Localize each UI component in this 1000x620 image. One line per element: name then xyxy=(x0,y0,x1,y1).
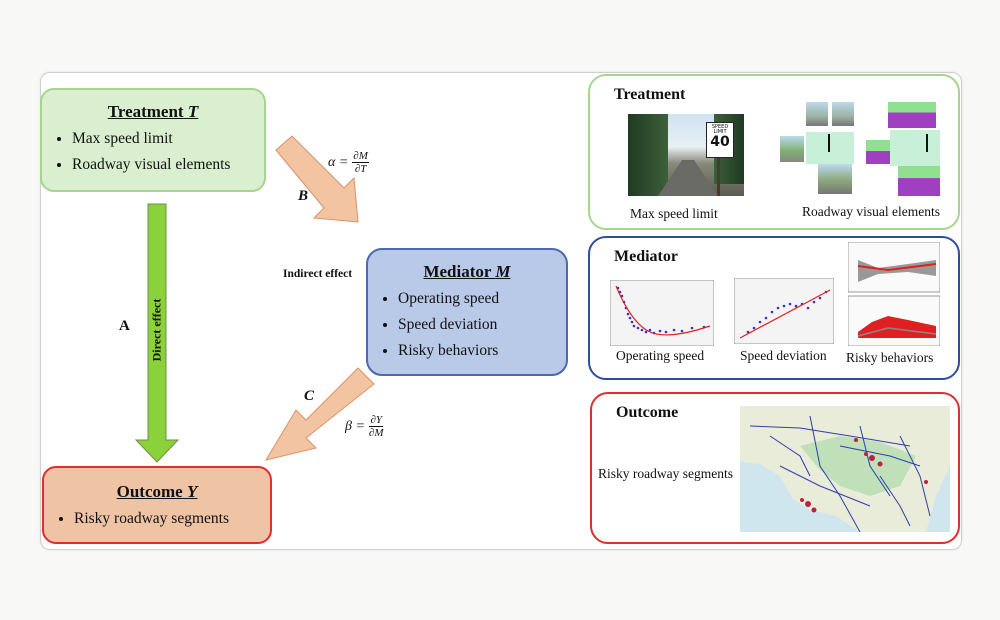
treatment-caption-speed-limit: Max speed limit xyxy=(630,206,718,221)
list-item: Max speed limit xyxy=(72,130,264,148)
mediator-panel: Mediator Operating speed Speed deviation xyxy=(588,236,960,380)
operating-speed-plot xyxy=(610,280,714,346)
treatment-panel-title: Treatment xyxy=(614,86,686,103)
beta-equation: β = ∂Y∂M xyxy=(345,414,384,439)
list-item: Operating speed xyxy=(398,290,566,308)
mediator-caption-risky-behaviors: Risky behaviors xyxy=(846,350,934,365)
b-arrow-letter: B xyxy=(298,188,309,204)
outcome-list: Risky roadway segments xyxy=(44,510,270,528)
treatment-panel: Treatment SPEED LIMIT 40 Max speed limit… xyxy=(588,74,960,230)
c-arrow-letter: C xyxy=(304,388,315,404)
treatment-box: Treatment T Max speed limit Roadway visu… xyxy=(40,88,266,192)
treatment-to-mediator-arrow xyxy=(275,135,359,223)
speed-limit-photo: SPEED LIMIT 40 xyxy=(628,114,744,196)
outcome-box: Outcome Y Risky roadway segments xyxy=(42,466,272,544)
mediator-list: Operating speed Speed deviation Risky be… xyxy=(368,290,566,360)
treatment-caption-roadway-visual: Roadway visual elements xyxy=(802,204,940,219)
outcome-caption-risky-segments: Risky roadway segments xyxy=(598,466,733,481)
indirect-effect-label: Indirect effect xyxy=(283,268,353,280)
treatment-list: Max speed limit Roadway visual elements xyxy=(42,130,264,174)
direct-effect-label: Direct effect xyxy=(149,298,164,362)
mediator-caption-operating-speed: Operating speed xyxy=(616,348,705,363)
treatment-title: Treatment T xyxy=(107,102,199,121)
direct-effect-arrow xyxy=(134,203,180,463)
alpha-equation: α = ∂M∂T xyxy=(328,150,369,175)
mediator-caption-speed-deviation: Speed deviation xyxy=(740,348,827,363)
outcome-title: Outcome Y xyxy=(116,482,198,501)
speed-deviation-plot xyxy=(734,278,834,344)
list-item: Risky behaviors xyxy=(398,342,566,360)
direct-effect-letter: A xyxy=(119,318,130,334)
mediator-panel-title: Mediator xyxy=(614,248,678,265)
outcome-panel: Outcome Risky roadway segments xyxy=(590,392,960,544)
mediator-title: Mediator M xyxy=(423,262,511,281)
mediator-to-outcome-arrow xyxy=(264,367,375,461)
roadway-visual-elements-figure xyxy=(778,100,954,200)
list-item: Roadway visual elements xyxy=(72,156,264,174)
mediator-box: Mediator M Operating speed Speed deviati… xyxy=(366,248,568,376)
florida-risk-map xyxy=(740,406,950,532)
risky-behaviors-plot xyxy=(848,242,940,346)
list-item: Speed deviation xyxy=(398,316,566,334)
outcome-panel-title: Outcome xyxy=(616,404,679,421)
list-item: Risky roadway segments xyxy=(74,510,270,528)
